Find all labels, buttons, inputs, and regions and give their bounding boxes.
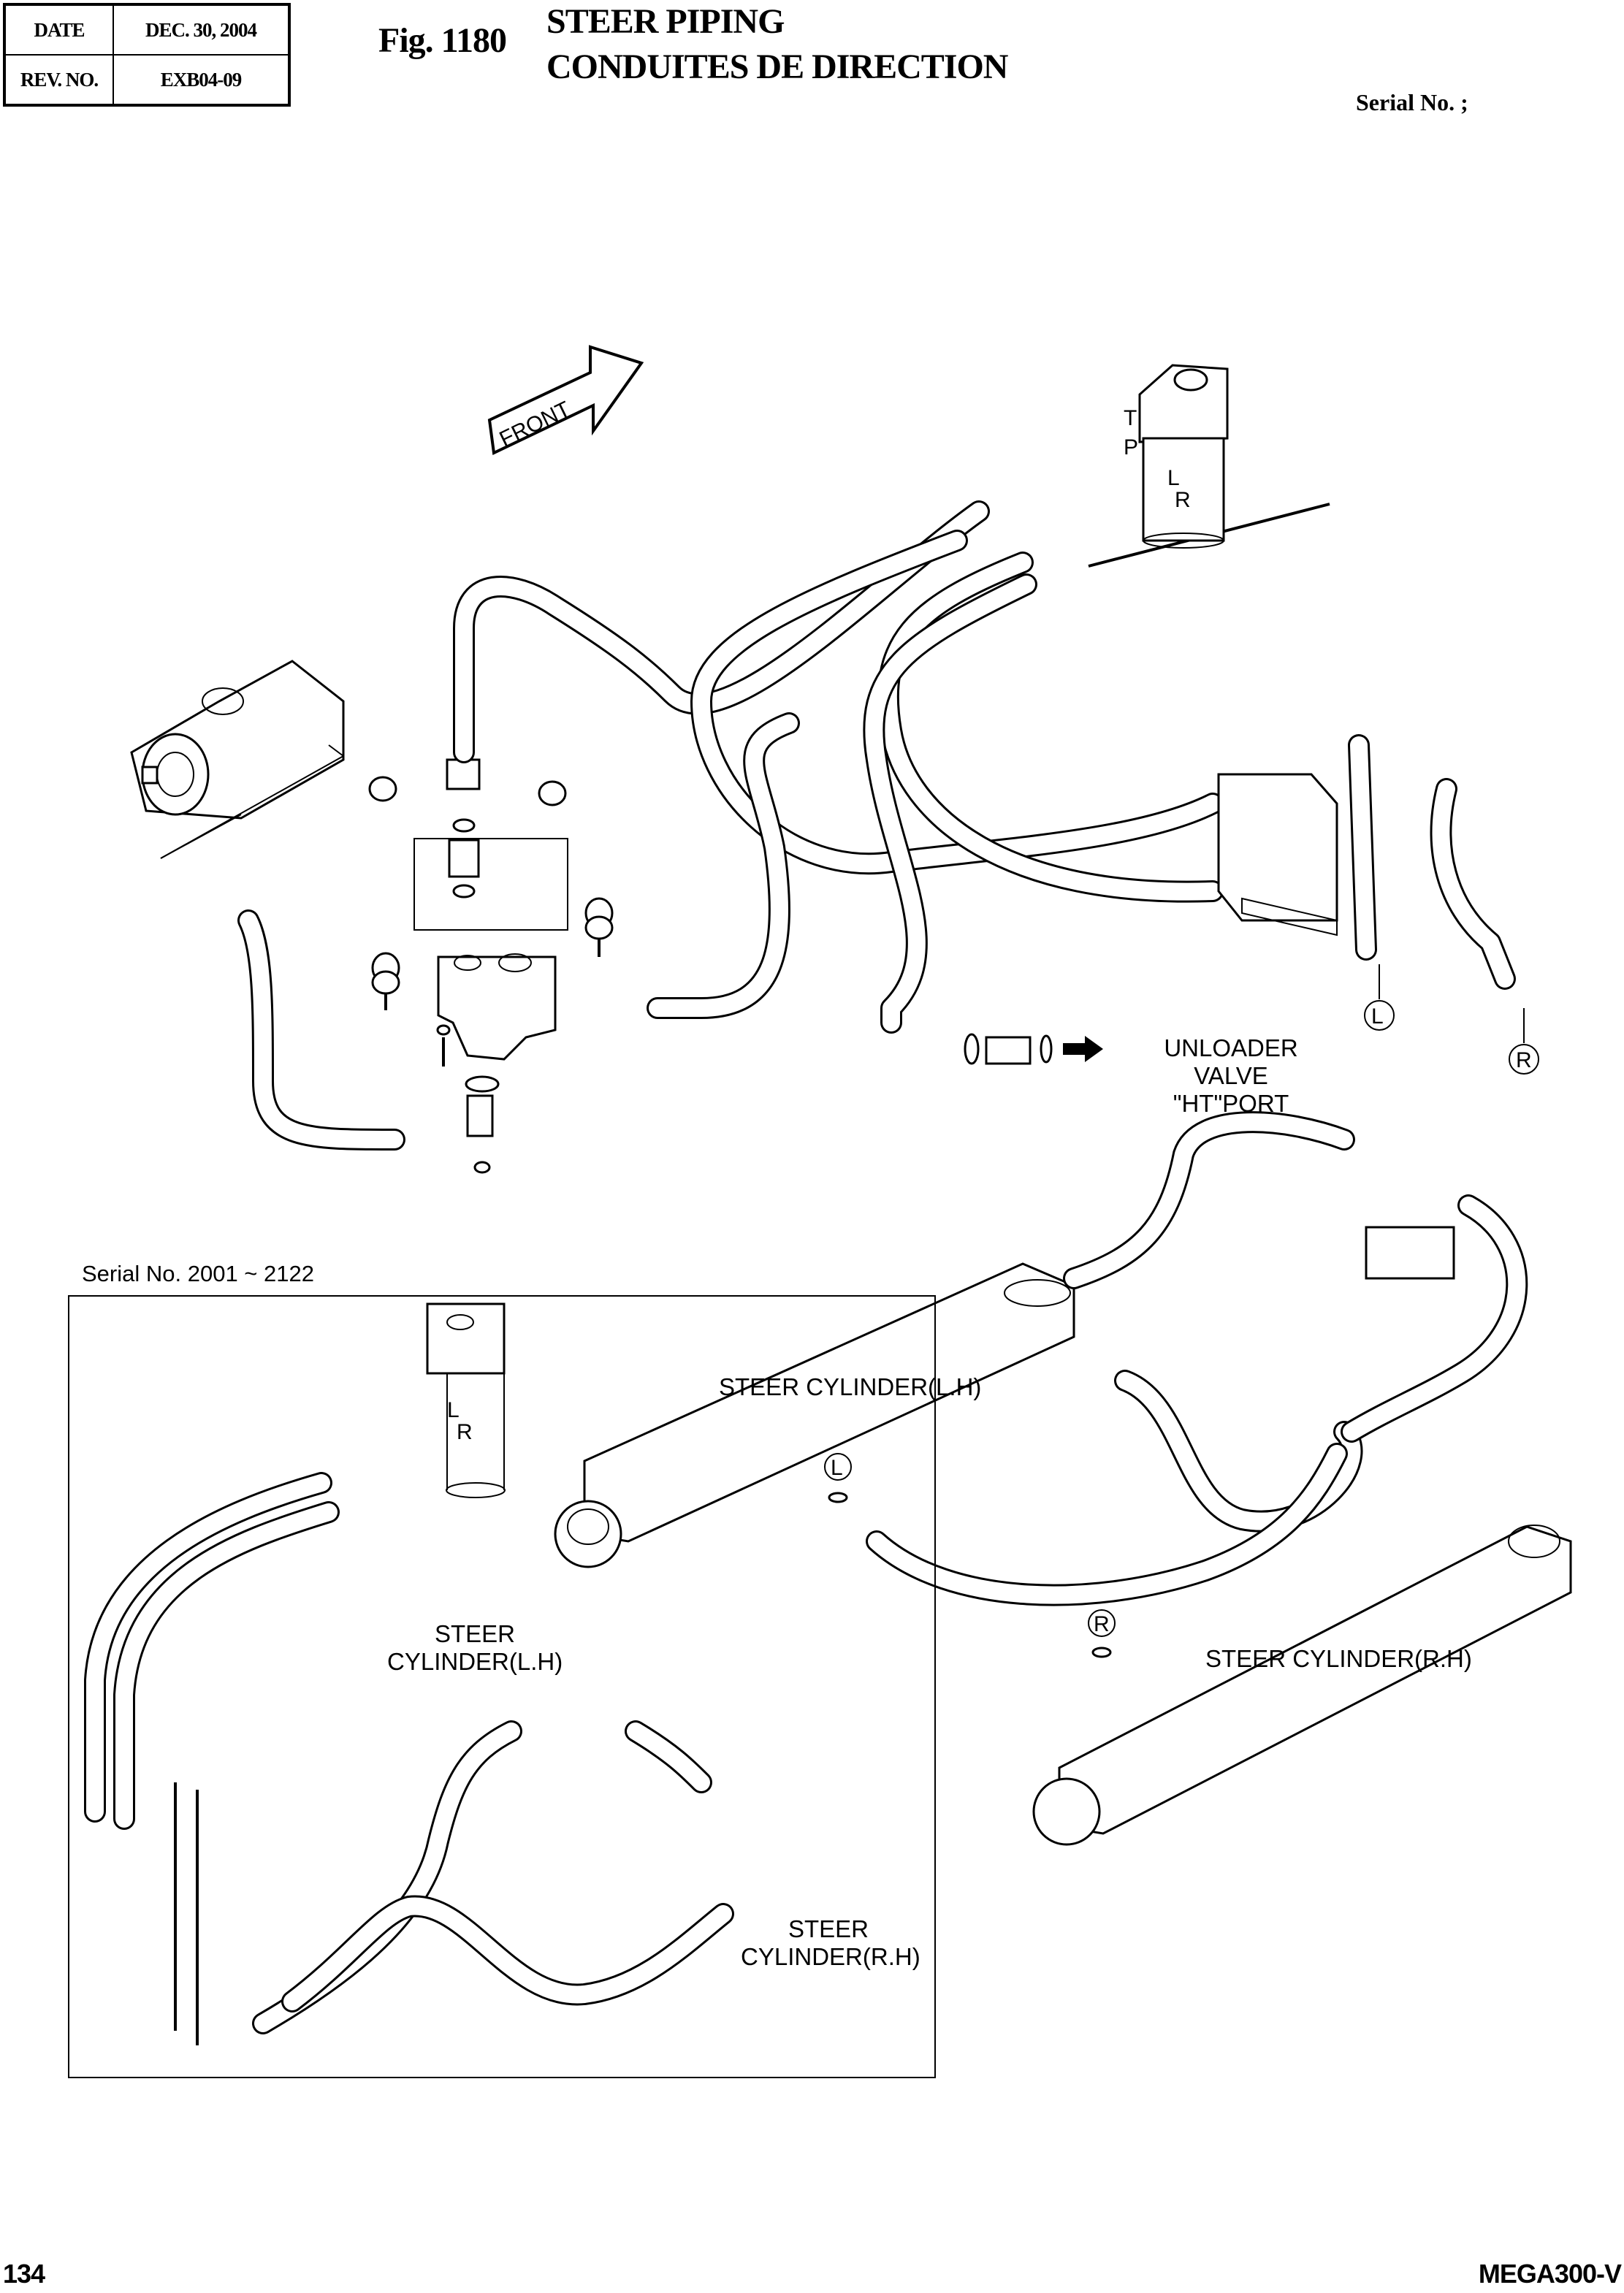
inset-cylinder-lh-line2: CYLINDER(L.H) bbox=[387, 1648, 563, 1675]
inset-cylinder-rh-label: STEER CYLINDER(R.H) bbox=[741, 1915, 920, 1971]
unloader-fitting bbox=[964, 1033, 1103, 1065]
cylinder-marker-r: R bbox=[1088, 1609, 1116, 1658]
serial-number-label: Serial No. ; bbox=[1356, 89, 1468, 115]
steer-cylinder-rh bbox=[1032, 1525, 1572, 1846]
front-arrow-label: FRONT bbox=[496, 397, 574, 451]
inset-serial-range: Serial No. 2001 ~ 2122 bbox=[82, 1261, 314, 1286]
svg-text:L: L bbox=[1371, 1004, 1384, 1029]
svg-text:R: R bbox=[1094, 1612, 1110, 1636]
steering-unit: T P L R bbox=[1124, 364, 1229, 549]
revision-value: EXB04-09 bbox=[113, 54, 290, 106]
front-arrow-icon: FRONT bbox=[487, 345, 644, 455]
hose-bracket bbox=[1217, 773, 1338, 936]
connector-marker-l: L bbox=[1364, 964, 1395, 1031]
priority-valve-assembly bbox=[368, 758, 614, 1174]
unloader-valve-label: UNLOADER VALVE "HT"PORT bbox=[1136, 1034, 1326, 1118]
inset-cylinder-rh-line1: STEER bbox=[788, 1915, 869, 1942]
date-row: DATE DEC. 30, 2004 bbox=[4, 4, 290, 56]
page-title-english: STEER PIPING bbox=[546, 2, 785, 41]
port-t-label: T bbox=[1124, 406, 1137, 430]
steer-cylinder-lh bbox=[554, 1262, 1075, 1568]
page-title-french: CONDUITES DE DIRECTION bbox=[546, 47, 1008, 86]
page-number: 134 bbox=[3, 2259, 45, 2289]
port-r-label: R bbox=[1175, 488, 1191, 512]
inset-cylinder-rh-line2: CYLINDER(R.H) bbox=[741, 1943, 920, 1970]
main-hoses bbox=[237, 500, 1516, 1151]
figure-number: Fig. 1180 bbox=[378, 21, 507, 60]
unloader-label-line1: UNLOADER bbox=[1164, 1034, 1298, 1061]
revision-info-table: DATE DEC. 30, 2004 REV. NO. EXB04-09 bbox=[3, 3, 291, 107]
inset-port-l: L bbox=[447, 1398, 460, 1422]
inset-cylinder-lh-label: STEER CYLINDER(L.H) bbox=[387, 1620, 563, 1676]
port-l-label: L bbox=[1167, 466, 1180, 490]
steer-cylinder-rh-label: STEER CYLINDER(R.H) bbox=[1205, 1645, 1472, 1672]
inset-hoses bbox=[84, 1472, 734, 2045]
inset-steering-unit: L R bbox=[426, 1302, 506, 1498]
date-value: DEC. 30, 2004 bbox=[113, 4, 290, 56]
model-code: MEGA300-V bbox=[1478, 2259, 1622, 2289]
inset-port-r: R bbox=[457, 1420, 473, 1444]
svg-text:R: R bbox=[1516, 1048, 1532, 1072]
hydraulic-pump-icon bbox=[130, 660, 345, 859]
steer-cylinder-hoses bbox=[866, 1111, 1528, 1606]
unloader-label-line2: VALVE "HT"PORT bbox=[1173, 1062, 1289, 1117]
steer-cylinder-lh-label: STEER CYLINDER(L.H) bbox=[719, 1373, 982, 1400]
revision-row: REV. NO. EXB04-09 bbox=[4, 54, 290, 106]
unloader-arrow-icon bbox=[1063, 1036, 1103, 1062]
connector-marker-r: R bbox=[1509, 1008, 1539, 1075]
revision-label: REV. NO. bbox=[4, 54, 114, 106]
date-label: DATE bbox=[4, 4, 114, 56]
cylinder-marker-l: L bbox=[824, 1453, 852, 1503]
inset-frame bbox=[68, 1295, 936, 2078]
port-p-label: P bbox=[1124, 435, 1138, 459]
svg-text:L: L bbox=[831, 1456, 843, 1480]
inset-cylinder-lh-line1: STEER bbox=[434, 1620, 516, 1647]
